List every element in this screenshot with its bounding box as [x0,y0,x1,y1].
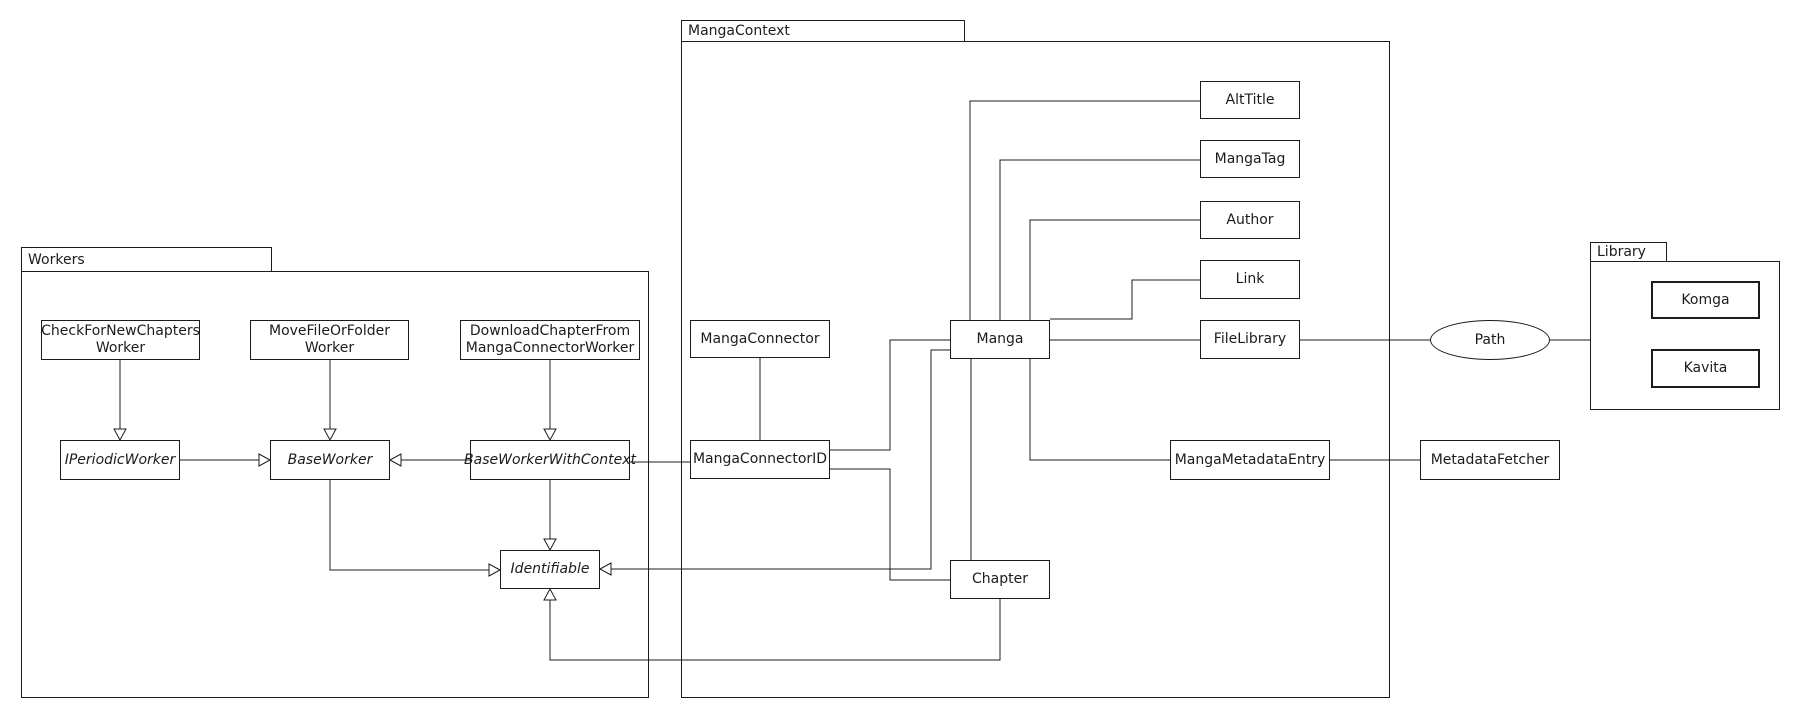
arrowhead-right-baseworker [258,453,272,467]
arrowhead-right-identifiable [488,563,502,577]
class-kavita: Kavita [1651,349,1760,388]
class-alttitle: AltTitle [1200,81,1300,119]
arrowhead-down-baseworkerwithcontext [543,428,557,442]
class-label-line2: Worker [304,340,355,356]
package-tab-workers: Workers [21,247,272,272]
class-komga: Komga [1651,281,1760,319]
edge-mangaconnectorid-to-chapter [830,468,950,581]
package-body-mangacontext [681,41,1390,698]
arrowhead-down-iperiodicworker [113,428,127,442]
class-checkfornewchaptersworker: CheckForNewChapters Worker [41,320,200,360]
package-body-workers [21,271,649,698]
class-iperiodicworker: IPeriodicWorker [60,440,180,480]
edge-manga-to-mangametadataentry [1029,359,1170,461]
class-downloadchapterfrommangaconnectorworker: DownloadChapterFrom MangaConnectorWorker [460,320,640,360]
edge-link-to-manga [1050,279,1200,320]
class-label-line2: MangaConnectorWorker [465,340,635,356]
usecase-path: Path [1430,320,1550,360]
class-movefileorfolderworker: MoveFileOrFolder Worker [250,320,409,360]
arrowhead-down-baseworker [323,428,337,442]
class-mangatag: MangaTag [1200,140,1300,178]
edge-baseworker-to-identifiable [329,480,489,571]
edge-mangatag-to-manga [999,159,1200,320]
edge-chapter-to-identifiable [549,599,1001,661]
class-label-line2: Worker [95,340,146,356]
class-author: Author [1200,201,1300,239]
class-manga: Manga [950,320,1050,359]
class-identifiable: Identifiable [500,550,600,589]
class-mangametadataentry: MangaMetadataEntry [1170,440,1330,480]
class-metadatafetcher: MetadataFetcher [1420,440,1560,480]
class-chapter: Chapter [950,560,1050,599]
class-label-line1: CheckForNewChapters [41,323,200,339]
class-baseworkerwithcontext: BaseWorkerWithContext [464,440,636,480]
arrowhead-up-identifiable [543,587,557,601]
class-link: Link [1200,260,1300,299]
class-label-line1: MoveFileOrFolder [268,323,390,339]
package-tab-library: Library [1590,242,1667,262]
arrowhead-left-baseworker [388,453,402,467]
class-baseworker: BaseWorker [270,440,390,480]
class-label-line1: DownloadChapterFrom [469,323,631,339]
arrowhead-left-identifiable [598,562,612,576]
edge-author-to-manga [1029,219,1200,320]
edge-alttitle-to-manga [969,100,1200,320]
arrowhead-down-identifiable [543,538,557,552]
edge-manga-to-identifiable [611,349,950,570]
class-mangaconnectorid: MangaConnectorID [690,440,830,479]
edge-mangaconnectorid-to-manga [830,339,950,451]
package-body-library [1590,261,1780,410]
class-mangaconnector: MangaConnector [690,320,830,358]
class-filelibrary: FileLibrary [1200,320,1300,359]
